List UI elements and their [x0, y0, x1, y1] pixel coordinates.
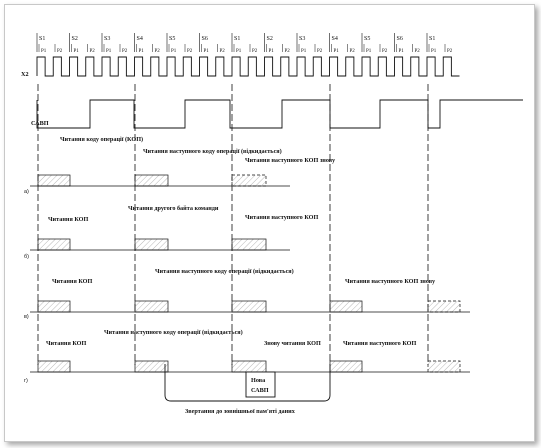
- state-label: S2: [72, 36, 78, 42]
- phase-label: P2: [382, 49, 388, 54]
- phase-label: P2: [220, 49, 226, 54]
- phase-label: P1: [139, 49, 145, 54]
- new-strobe-line-1: Нова: [251, 377, 265, 384]
- bus-read-block: [329, 360, 363, 373]
- annotation-d-opcode-again: Знову читання КОП: [264, 340, 321, 347]
- bus-read-block: [231, 238, 267, 251]
- bus-read-block: [231, 300, 267, 313]
- phase-label: P1: [399, 49, 405, 54]
- phase-label: P1: [236, 49, 242, 54]
- row-letters: а) б) в) г): [24, 189, 29, 384]
- bus-read-block: [134, 300, 169, 313]
- bus-read-block: [134, 174, 169, 187]
- state-label: S1: [429, 36, 435, 42]
- phase-label: P2: [90, 49, 96, 54]
- state-label: S6: [397, 36, 403, 42]
- bracket-caption: Звертання до зовнішньої пам'яті даних: [185, 408, 296, 415]
- phase-label: P2: [155, 49, 161, 54]
- row-label-a: а): [24, 189, 29, 195]
- phase-label: P1: [204, 49, 210, 54]
- annotation-a-opcode-read: Читання коду операції (КОП): [60, 136, 143, 143]
- state-labels: S1 S2 S3 S4 S5 S6 S1 S2 S3 S4 S5 S6 S1: [36, 33, 435, 52]
- phase-label: P1: [74, 49, 80, 54]
- phase-label: P2: [187, 49, 193, 54]
- annotation-c-next-opcode-discarded: Читання наступного коду операції (відкид…: [155, 268, 294, 275]
- phase-label: P1: [431, 49, 437, 54]
- bus-read-block: [427, 300, 461, 313]
- row-label-b: б): [24, 254, 29, 260]
- bus-read-block: [231, 360, 267, 373]
- state-label: S4: [137, 36, 143, 42]
- bus-read-block: [37, 174, 71, 187]
- new-strobe-box: [245, 371, 276, 398]
- state-label: S5: [364, 36, 370, 42]
- marker-lines: [37, 84, 429, 365]
- annotation-c-next-opcode-again: Читання наступного КОП знову: [345, 278, 436, 285]
- clock-signal-label: X2: [21, 71, 29, 78]
- bus-read-block: [37, 238, 71, 251]
- phase-label: P1: [41, 49, 47, 54]
- phase-label: P2: [122, 49, 128, 54]
- phase-label: P2: [252, 49, 258, 54]
- phase-label: P2: [285, 49, 291, 54]
- phase-label: P2: [317, 49, 323, 54]
- phase-label: P2: [447, 49, 453, 54]
- phase-label: P1: [171, 49, 177, 54]
- annotation-b-opcode-read: Читання КОП: [48, 216, 88, 223]
- annotation-a-next-opcode-discarded: Читання наступного коду операції (відкид…: [143, 148, 282, 155]
- bus-rows: [30, 174, 470, 373]
- state-label: S1: [234, 36, 240, 42]
- state-label: S2: [267, 36, 273, 42]
- bus-read-block: [134, 360, 169, 373]
- row-label-c: в): [24, 314, 29, 320]
- bus-read-block: [37, 360, 71, 373]
- phase-label: P2: [350, 49, 356, 54]
- annotation-b-second-byte: Читання другого байта команди: [128, 205, 219, 212]
- bus-read-block: [231, 174, 267, 187]
- bus-read-block: [134, 238, 169, 251]
- external-memory-bracket: [164, 364, 331, 402]
- strobe-signal-label: САВП: [31, 120, 49, 127]
- phase-label: P1: [106, 49, 112, 54]
- new-strobe-line-2: САВП: [251, 387, 269, 394]
- annotations: Читання коду операції (КОП) Читання наст…: [46, 136, 436, 347]
- state-label: S4: [332, 36, 338, 42]
- strobe-waveform: [36, 99, 523, 129]
- annotation-c-opcode-read: Читання КОП: [52, 278, 92, 285]
- state-label: S1: [39, 36, 45, 42]
- annotation-d-next-opcode: Читання наступного КОП: [343, 340, 416, 347]
- annotation-b-next-opcode: Читання наступного КОП: [245, 214, 318, 221]
- annotation-d-opcode-read: Читання КОП: [46, 340, 86, 347]
- row-label-d: г): [24, 378, 28, 384]
- phase-labels: P1 P2 P1 P2 P1 P2 P1 P2 P1 P2 P1 P2 P1 P2 P1 P2 P1 P2 P1 P2…: [38, 44, 453, 54]
- annotation-a-next-opcode-again: Читання наступного КОП знову: [245, 157, 336, 164]
- state-label: S5: [169, 36, 175, 42]
- phase-label: P1: [301, 49, 307, 54]
- phase-label: P2: [415, 49, 421, 54]
- state-label: S6: [202, 36, 208, 42]
- phase-label: P1: [366, 49, 372, 54]
- bus-read-block: [427, 360, 461, 373]
- phase-label: P1: [334, 49, 340, 54]
- phase-label: P2: [57, 49, 63, 54]
- bus-read-block: [37, 300, 71, 313]
- annotation-d-next-opcode-discarded: Читання наступного коду операції (відкид…: [104, 329, 243, 336]
- phase-label: P1: [269, 49, 275, 54]
- state-label: S3: [299, 36, 305, 42]
- clock-waveform: [36, 56, 460, 77]
- state-label: S3: [104, 36, 110, 42]
- bus-read-block: [329, 300, 363, 313]
